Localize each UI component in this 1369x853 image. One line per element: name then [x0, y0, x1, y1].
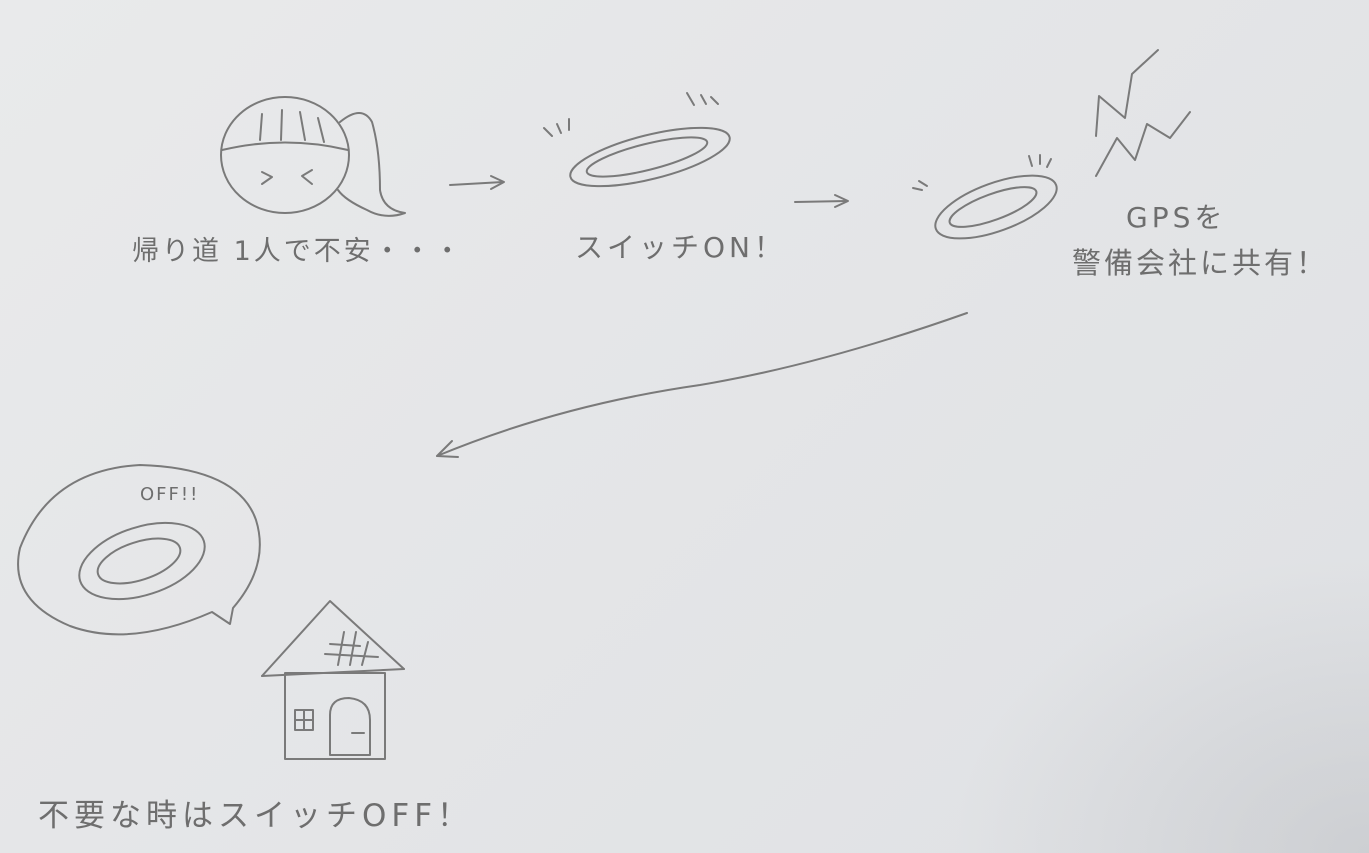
- arrow-right-icon-2: [794, 194, 849, 208]
- girl-face-icon: [220, 96, 406, 217]
- switch-on-icon: [543, 92, 731, 188]
- switch-signal-icon: [912, 154, 1058, 240]
- step4-caption: 不要な時はスイッチOFF！: [38, 798, 474, 834]
- arrow-curved-icon: [436, 312, 968, 458]
- step3-caption-line2: 警備会社に共有！: [1072, 246, 1329, 280]
- house-icon: [261, 600, 405, 760]
- step2-caption: スイッチON！: [575, 231, 786, 264]
- speech-bubble-text: OFF!!: [140, 484, 200, 505]
- step3-caption-line1: GPSを: [1126, 201, 1227, 234]
- paper-shadow: [949, 553, 1369, 853]
- arrow-right-icon: [449, 175, 505, 190]
- speech-bubble-icon: [17, 464, 261, 636]
- step1-caption: 帰り道 1人で不安・・・: [132, 236, 464, 267]
- lightning-icon: [1095, 49, 1191, 177]
